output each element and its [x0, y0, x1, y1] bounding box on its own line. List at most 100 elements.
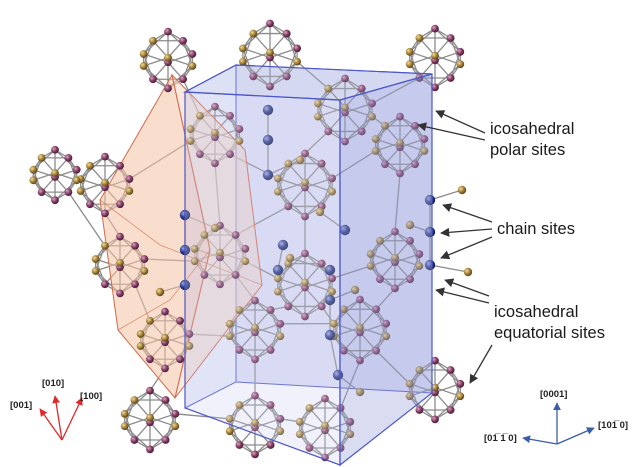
- equatorial-site-atom: [238, 57, 247, 66]
- equatorial-site-atom: [146, 413, 154, 422]
- icosahedron-bond: [299, 407, 311, 435]
- icosahedron-bond: [269, 47, 298, 59]
- icosahedron-bond: [409, 54, 436, 65]
- icosahedron-bond: [308, 407, 326, 427]
- polar-site-atom: [431, 83, 439, 92]
- icosahedron-bond: [149, 421, 167, 441]
- icosahedron-bond: [142, 40, 154, 67]
- icosahedron-bond: [254, 404, 272, 424]
- polar-site-atom: [51, 145, 59, 154]
- polar-site-atom: [231, 231, 240, 239]
- polar-site-atom: [211, 159, 219, 168]
- icosahedron-bond: [32, 157, 43, 181]
- inter-icosahedral-bond: [375, 350, 411, 385]
- icosahedron-bond: [321, 162, 333, 193]
- polar-site-atom: [356, 356, 364, 365]
- polar-site-atom: [101, 209, 109, 218]
- icosahedron-bond: [327, 111, 346, 133]
- equatorial-site-atom: [190, 257, 199, 266]
- polar-site-atom: [431, 24, 439, 33]
- icosahedron-bond: [324, 421, 351, 432]
- equatorial-site-atom: [295, 155, 305, 165]
- icosahedron-bond: [242, 22, 271, 50]
- polar-site-atom: [284, 202, 293, 211]
- equatorial-site-atom: [276, 427, 285, 436]
- icosahedron-bond: [418, 59, 436, 79]
- rhombohedral-unit-cell: [99, 73, 263, 400]
- axis-010-label: [010]: [42, 378, 64, 389]
- equatorial-site-atom: [51, 169, 59, 177]
- equatorial-site-atom: [185, 342, 194, 350]
- axis-1010-label: [101̅ 0]: [598, 420, 628, 431]
- equatorial-site-atom: [136, 330, 145, 338]
- chain-end-bond: [267, 159, 301, 176]
- equatorial-site-atom: [396, 138, 404, 147]
- rhombo-cell-edge: [99, 199, 263, 286]
- polar-site-atom: [164, 84, 172, 93]
- chain-site-atom: [262, 134, 274, 146]
- icosahedron-bond: [277, 277, 289, 308]
- axis-0110-arrow: [522, 435, 558, 445]
- polar-site-atom: [51, 196, 59, 205]
- icosahedron-bond: [79, 182, 106, 192]
- polar-site-atom: [231, 271, 240, 279]
- icosahedron-bond: [449, 369, 461, 397]
- polar-site-atom: [216, 280, 224, 289]
- equatorial-site-atom: [405, 392, 414, 401]
- icosahedron-bond: [449, 383, 461, 411]
- inter-icosahedral-bond: [67, 191, 106, 247]
- polar-site-atom: [146, 445, 154, 454]
- polar-site-atom: [328, 274, 337, 283]
- annotation-group: icosahedral polar sites chain sites icos…: [417, 110, 605, 384]
- polar-site-atom: [284, 302, 293, 311]
- icosahedron-bond: [94, 245, 106, 272]
- polar-site-atom: [161, 436, 170, 444]
- icosahedron-bond: [238, 426, 256, 446]
- equatorial-site-atom: [313, 112, 322, 121]
- icosahedron-bond: [409, 37, 421, 65]
- icosahedron-bond: [277, 262, 289, 293]
- polar-site-atom: [301, 212, 309, 221]
- polar-site-atom: [266, 19, 274, 28]
- equatorial-site-atom: [91, 267, 100, 275]
- icosahedron-bond: [94, 258, 106, 285]
- equatorial-site-atom: [139, 62, 148, 70]
- polar-sites-arrow: [417, 122, 486, 141]
- equatorial-site-atom: [371, 135, 380, 143]
- icosahedron-bond: [369, 240, 381, 267]
- equatorial-site-atom: [391, 253, 399, 262]
- polar-site-atom: [293, 44, 302, 53]
- icosahedron-bond: [434, 383, 461, 394]
- equatorial-site-atom: [415, 262, 424, 270]
- polar-site-atom: [266, 441, 275, 449]
- icosahedron-bond: [369, 253, 381, 280]
- polar-site-atom: [185, 330, 194, 338]
- polar-site-atom: [415, 406, 424, 414]
- equatorial-site-atom: [405, 379, 414, 388]
- rhombo-cell-edge: [117, 249, 211, 331]
- polar-site-atom: [357, 127, 366, 136]
- equatorial-sites-label-line1: icosahedral: [494, 303, 578, 321]
- polar-site-atom: [415, 250, 424, 258]
- polar-site-atom: [149, 75, 157, 84]
- equatorial-site-atom: [155, 287, 165, 297]
- polar-site-atom: [251, 450, 259, 459]
- icosahedron-bond: [164, 399, 176, 427]
- axis-001-label: [001]: [10, 400, 32, 411]
- chain-bond: [329, 334, 339, 376]
- polar-site-atom: [317, 259, 326, 268]
- icosahedron-bond: [252, 32, 271, 54]
- equatorial-site-atom: [188, 62, 197, 70]
- inter-icosahedral-bond: [304, 130, 329, 155]
- equatorial-site-atom: [285, 253, 295, 263]
- icosahedron-bond: [361, 102, 373, 133]
- polar-site-atom: [276, 414, 285, 423]
- icosahedron-bond: [369, 257, 396, 267]
- polar-site-atom: [301, 312, 309, 321]
- icosahedron-bond: [269, 60, 298, 88]
- chain-end-bond: [429, 189, 463, 201]
- equatorial-site-atom: [86, 161, 94, 170]
- equatorial-site-atom: [196, 111, 204, 120]
- icosahedron-bond: [344, 77, 373, 105]
- icosahedron-bond: [133, 421, 151, 441]
